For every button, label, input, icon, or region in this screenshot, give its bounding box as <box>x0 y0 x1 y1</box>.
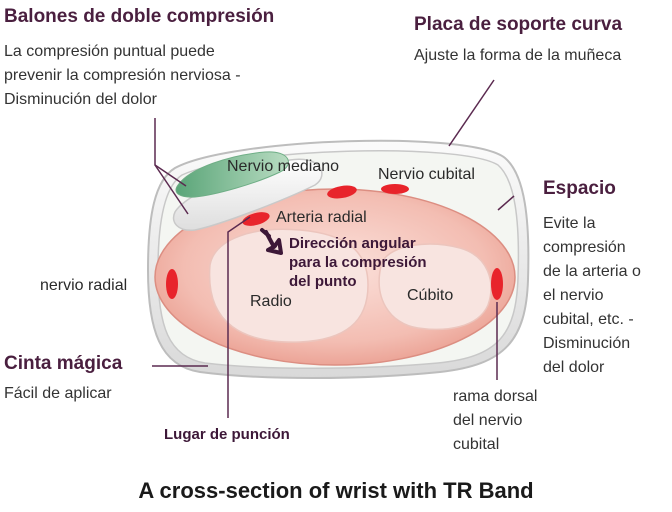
space-desc-7: del dolor <box>543 359 605 376</box>
space-desc-6: Disminución <box>543 335 631 352</box>
balloons-desc-3: Disminución del dolor <box>4 91 157 108</box>
label-radial-nerve: nervio radial <box>40 277 128 294</box>
heading-magic-tape: Cinta mágica <box>4 353 123 374</box>
label-ulnar-nerve: Nervio cubital <box>378 166 475 183</box>
space-desc-2: compresión <box>543 239 626 256</box>
label-radial-artery: Arteria radial <box>276 209 367 226</box>
balloons-desc-1: La compresión puntual puede <box>4 43 215 60</box>
figure-caption: A cross-section of wrist with TR Band <box>138 478 534 503</box>
leader-puncture <box>227 216 251 418</box>
angular-direction-2: para la compresión <box>289 254 427 271</box>
ulnar-vessel-dot <box>327 185 357 199</box>
leader-balloons-2 <box>154 164 189 215</box>
ulna-bone <box>378 243 492 331</box>
label-dorsal-branch-2: del nervio <box>453 412 523 429</box>
label-dorsal-branch-3: cubital <box>453 436 500 453</box>
label-ulna: Cúbito <box>407 287 454 304</box>
label-median-nerve: Nervio mediano <box>227 158 340 175</box>
label-radius: Radio <box>250 293 292 310</box>
median-nerve-balloon <box>175 151 289 198</box>
magic-tape-desc: Fácil de aplicar <box>4 385 112 402</box>
space-desc-4: el nervio <box>543 287 604 304</box>
angular-direction-1: Dirección angular <box>289 235 416 252</box>
radial-artery-dot <box>242 212 270 226</box>
space-desc-1: Evite la <box>543 215 596 232</box>
leader-space <box>497 195 515 211</box>
ulnar-nerve-dot <box>381 184 409 194</box>
leader-plate <box>448 79 495 147</box>
dorsal-branch-dot <box>491 268 503 300</box>
space-desc-5: cubital, etc. - <box>543 311 634 328</box>
balloons-desc-2: prevenir la compresión nerviosa - <box>4 67 241 84</box>
heading-plate: Placa de soporte curva <box>414 14 623 35</box>
angular-direction-3: del punto <box>289 273 357 290</box>
plate-desc: Ajuste la forma de la muñeca <box>414 47 622 64</box>
heading-space: Espacio <box>543 178 616 199</box>
angular-direction-arrow <box>260 228 283 255</box>
heading-balloons: Balones de doble compresión <box>4 6 275 27</box>
space-desc-3: de la arteria o <box>543 263 641 280</box>
label-dorsal-branch-1: rama dorsal <box>453 388 538 405</box>
label-puncture-site: Lugar de punción <box>164 426 290 443</box>
radial-nerve-dot <box>166 269 178 299</box>
